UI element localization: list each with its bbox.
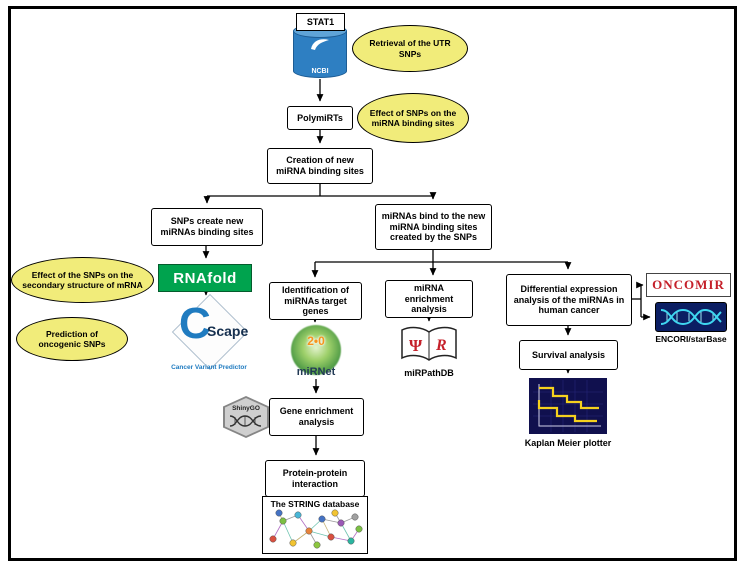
ncbi-label: NCBI (311, 68, 329, 75)
shinygo-logo: ShinyGO (223, 396, 269, 438)
cscape-scape-text: Scape (207, 323, 249, 339)
shinygo-label: ShinyGO (232, 405, 260, 412)
ncbi-swoosh-icon (311, 39, 329, 50)
mirpathdb-glyph-right: R (435, 337, 447, 354)
differential-expression-box: Differential expression analysis of the … (506, 274, 632, 326)
cscape-logo: C Scape Cancer Variant Predictor (170, 293, 249, 372)
mirpathdb-glyph-left: Ψ (409, 336, 423, 355)
mirpathdb-book-icon: Ψ R (401, 326, 457, 361)
mirnet-version: 2•0 (307, 334, 325, 348)
encori-dna-helix-icon (660, 308, 722, 326)
mirna-enrichment-box: miRNA enrichment analysis (385, 280, 473, 318)
kaplan-meier-plot-icon (529, 378, 607, 434)
shinygo-badge: ShinyGO (225, 398, 267, 436)
stat1-label: STAT1 (296, 13, 345, 31)
mirnet-name: miRNet (296, 366, 336, 378)
cscape-tagline: Cancer Variant Predictor (171, 364, 247, 371)
string-database-box: The STRING database (262, 496, 368, 554)
gene-enrichment-box: Gene enrichment analysis (269, 398, 364, 436)
snps-create-new-sites-box: SNPs create new miRNAs binding sites (151, 208, 263, 246)
effect-snps-binding-ellipse: Effect of SNPs on the miRNA binding site… (357, 93, 469, 143)
oncomir-logo: ONCOMIR (646, 273, 731, 297)
survival-analysis-box: Survival analysis (519, 340, 618, 370)
kaplan-meier-label: Kaplan Meier plotter (524, 438, 612, 448)
creation-new-sites-box: Creation of new miRNA binding sites (267, 148, 373, 184)
string-database-label: The STRING database (270, 499, 360, 509)
polymirts-box: PolymiRTs (287, 106, 353, 130)
mirnas-bind-new-sites-box: miRNAs bind to the new miRNA binding sit… (375, 204, 492, 250)
string-network-icon (269, 509, 363, 549)
encori-starbase-label: ENCORI/starBase (655, 334, 727, 344)
mirpathdb-label: miRPathDB (404, 368, 454, 378)
shinygo-dna-icon (229, 415, 262, 427)
identification-targets-box: Identification of miRNAs target genes (269, 282, 362, 320)
figure-border (8, 6, 737, 561)
effect-secondary-structure-ellipse: Effect of the SNPs on the secondary stru… (11, 257, 154, 303)
mirnet-ball-icon (291, 325, 341, 375)
retrieval-utr-snps-ellipse: Retrieval of the UTR SNPs (352, 25, 468, 72)
ncbi-database-icon: NCBI (293, 24, 347, 78)
rnafold-logo: RNAfold (158, 264, 252, 292)
mirnet-logo: 2•0 miRNet (288, 325, 344, 379)
cscape-c-letter: C (179, 299, 211, 348)
encori-starbase-icon (655, 302, 727, 332)
protein-protein-interaction-box: Protein-protein interaction (265, 460, 365, 497)
prediction-oncogenic-snps-ellipse: Prediction of oncogenic SNPs (16, 317, 128, 361)
